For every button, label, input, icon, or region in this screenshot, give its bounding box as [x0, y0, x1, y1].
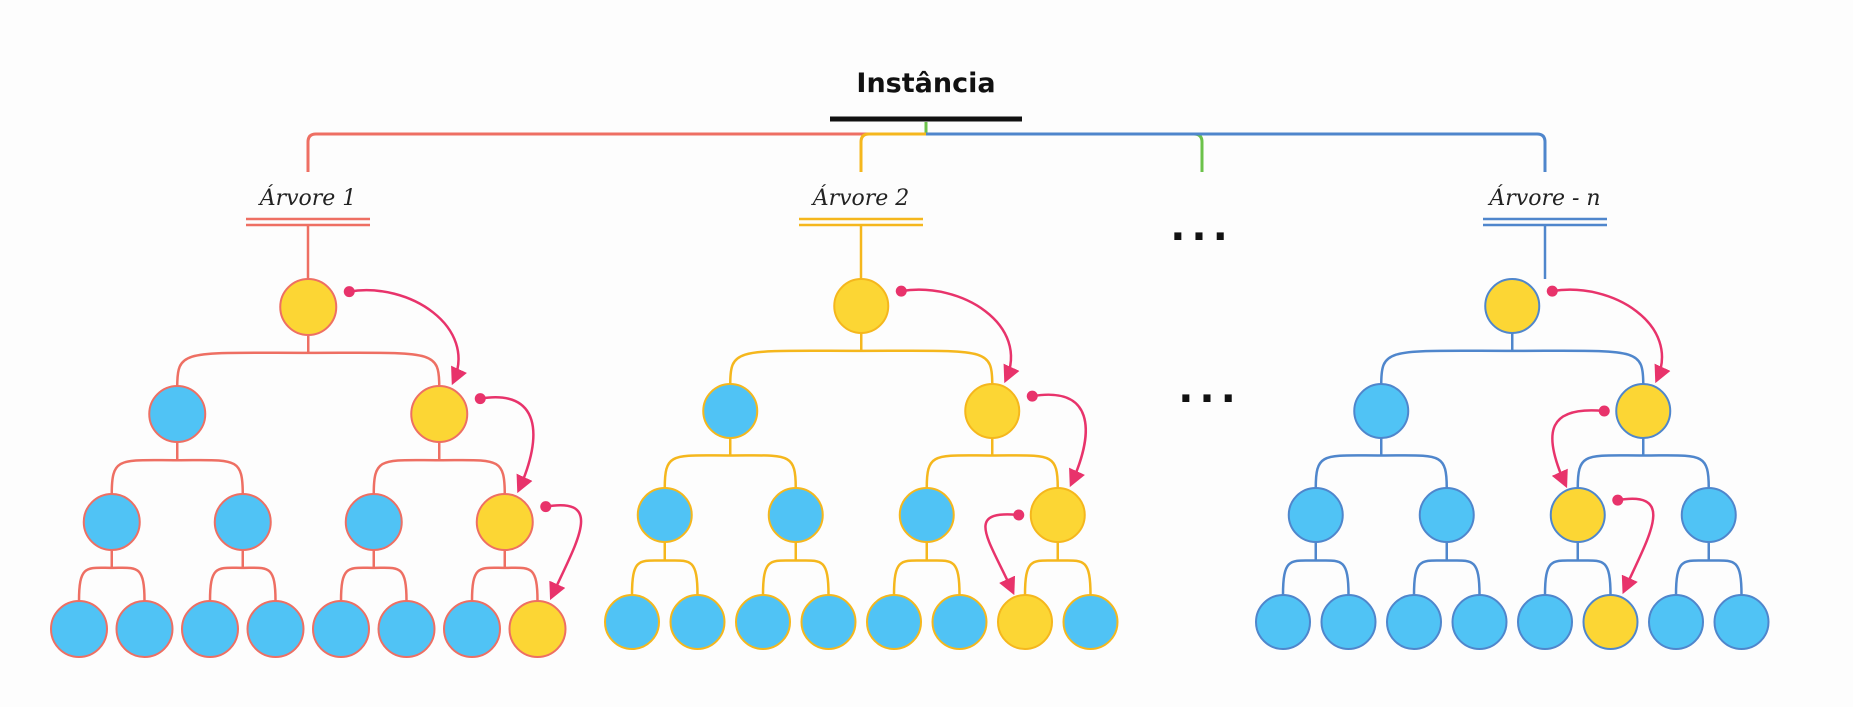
tree-edge — [892, 559, 961, 596]
node — [1287, 487, 1344, 543]
node — [50, 600, 108, 658]
node-selected — [1484, 278, 1541, 334]
traversal-arrow — [901, 288, 1020, 384]
traversal-arrow — [480, 396, 535, 494]
node — [1062, 594, 1119, 650]
node — [866, 594, 922, 650]
node — [735, 594, 791, 650]
node — [344, 493, 403, 551]
root-link-3 — [926, 132, 1204, 172]
node — [1353, 383, 1410, 439]
node-selected — [1549, 487, 1606, 543]
tree-edge — [208, 566, 277, 602]
node — [1680, 487, 1737, 543]
node — [148, 385, 207, 443]
tree-edge — [339, 566, 408, 602]
tree-3: Árvore - n — [1255, 184, 1770, 650]
node-selected — [1029, 487, 1086, 543]
tree-edge — [470, 566, 539, 602]
tree-edge — [1281, 559, 1350, 596]
tree-edge — [110, 458, 244, 495]
tree-edge — [176, 351, 441, 387]
traversal-arrow — [545, 504, 583, 601]
tree-label: Árvore 2 — [811, 184, 910, 211]
node — [1648, 594, 1704, 650]
tree-edge — [1412, 559, 1481, 596]
node — [931, 594, 988, 650]
tree-edge — [77, 566, 146, 602]
node — [604, 594, 660, 650]
node — [1451, 594, 1508, 650]
tree-edge — [1543, 559, 1612, 596]
tree-edge — [663, 454, 797, 489]
node — [1418, 487, 1475, 543]
tree-edge — [925, 454, 1059, 489]
node-selected — [475, 493, 534, 551]
root-links — [306, 122, 1547, 172]
tree-edge — [1023, 559, 1092, 596]
tree-edge — [630, 559, 699, 596]
trees: Árvore 1 Árvore 2 Árvore - n — [50, 184, 1770, 658]
node — [213, 493, 272, 551]
node-selected — [833, 278, 890, 334]
node — [443, 600, 501, 658]
tree-edge — [761, 559, 830, 596]
tree-edge — [1380, 349, 1645, 385]
tree-edge — [1576, 454, 1710, 489]
node — [115, 600, 174, 658]
tree-edge — [372, 458, 506, 495]
tree-edge — [1674, 559, 1743, 596]
node-selected — [508, 600, 567, 658]
node — [767, 487, 824, 543]
tree-edge — [1314, 454, 1448, 489]
traversal-arrow — [1032, 393, 1087, 488]
node-selected — [279, 278, 338, 336]
root-link-4 — [926, 132, 1547, 172]
tree-label: Árvore - n — [1487, 184, 1600, 211]
node — [377, 600, 436, 658]
ellipsis-top: ... — [1170, 204, 1234, 250]
node — [246, 600, 305, 658]
node — [800, 594, 857, 650]
traversal-arrow — [1551, 409, 1605, 489]
ellipsis-middle: ... — [1178, 366, 1242, 412]
tree-label: Árvore 1 — [258, 184, 357, 211]
node-selected — [1615, 383, 1672, 439]
node — [1517, 594, 1573, 650]
root-title: Instância — [856, 68, 995, 99]
node — [312, 600, 370, 658]
node-selected — [964, 383, 1021, 439]
node-selected — [1582, 594, 1639, 650]
traversal-arrow — [1617, 497, 1655, 595]
tree-1: Árvore 1 — [50, 184, 583, 658]
node-selected — [997, 594, 1053, 650]
tree-edge — [729, 349, 994, 385]
traversal-arrow — [1552, 288, 1671, 384]
node — [1386, 594, 1442, 650]
node — [898, 487, 955, 543]
root-link-2 — [859, 132, 926, 172]
node — [181, 600, 239, 658]
node-selected — [410, 385, 469, 443]
root-link-1 — [306, 132, 926, 172]
traversal-arrow — [349, 289, 467, 386]
node — [1255, 594, 1311, 650]
node — [1713, 594, 1770, 650]
node — [82, 493, 141, 551]
traversal-arrow — [984, 513, 1019, 596]
tree-2: Árvore 2 — [604, 184, 1119, 650]
node — [669, 594, 726, 650]
node — [636, 487, 693, 543]
node — [1320, 594, 1377, 650]
node — [702, 383, 759, 439]
